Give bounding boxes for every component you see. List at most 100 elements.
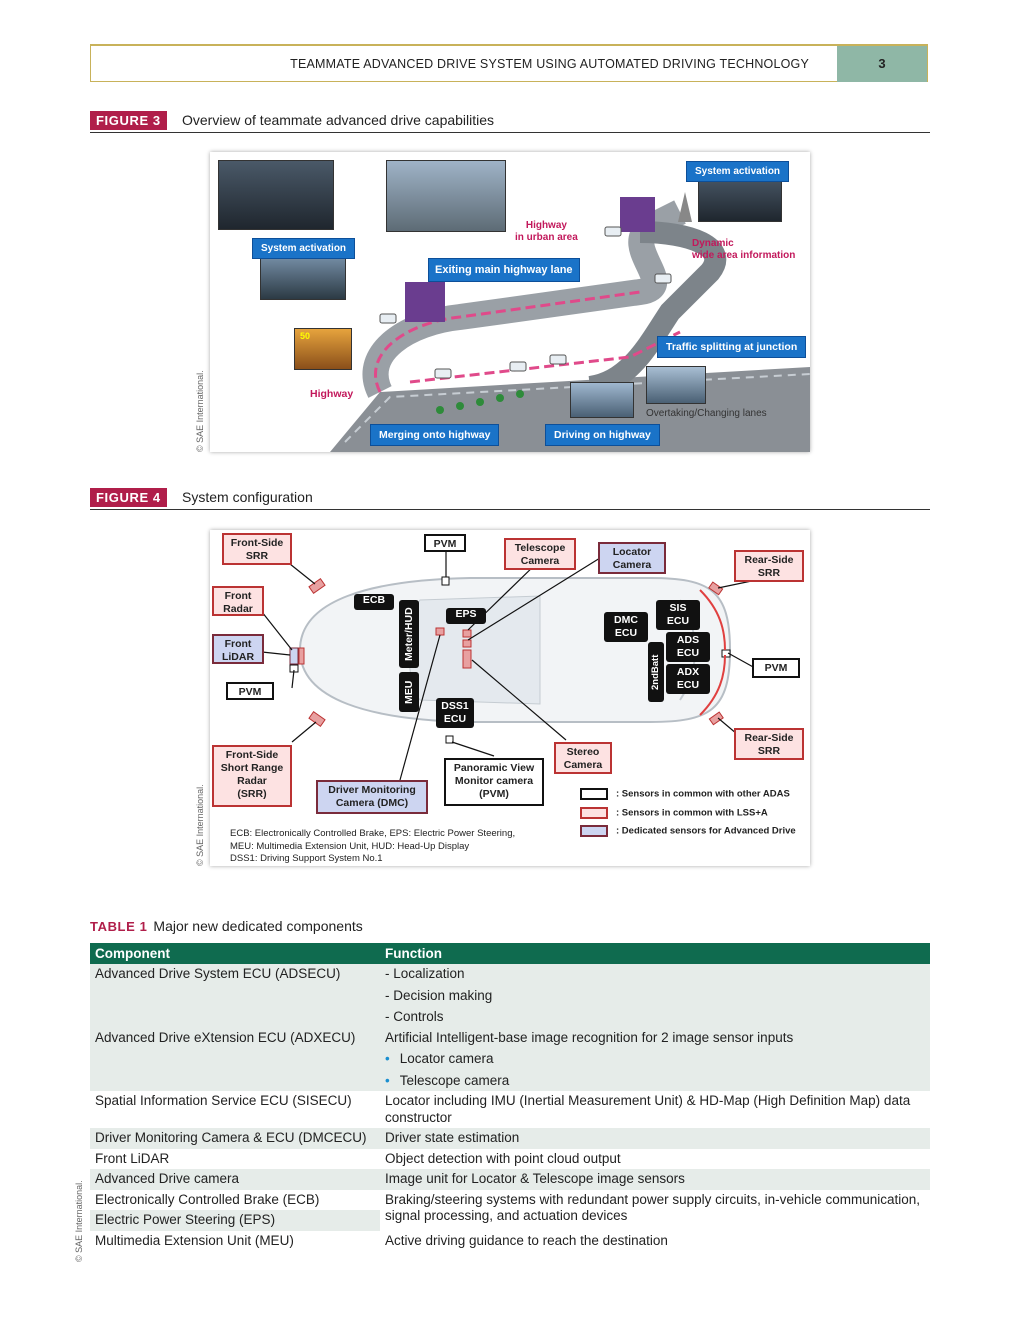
ecu-dmc: DMC ECU	[604, 612, 648, 642]
box-rear-side-srr-top: Rear-Side SRR	[734, 550, 804, 582]
table1-credit: © SAE International.	[74, 1180, 84, 1262]
cell-function: Artificial Intelligent-base image recogn…	[380, 1027, 930, 1091]
photo-activation-left	[260, 252, 346, 300]
cell-component: Advanced Drive eXtension ECU (ADXECU)	[90, 1027, 380, 1091]
label-system-activation-left: System activation	[252, 238, 356, 259]
function-line: - Decision making	[385, 987, 493, 1003]
label-driving: Driving on highway	[545, 424, 660, 446]
cell-function: - Localization - Decision making - Contr…	[380, 964, 930, 1028]
figure4-tag: FIGURE 4	[90, 488, 167, 507]
table-row: Advanced Drive camera Image unit for Loc…	[90, 1169, 930, 1190]
bullet-item: • Telescope camera	[385, 1073, 925, 1090]
legend-item-lss: : Sensors in common with LSS+A	[580, 807, 768, 819]
running-title: TEAMMATE ADVANCED DRIVE SYSTEM USING AUT…	[290, 57, 809, 71]
box-rear-side-srr-bottom: Rear-Side SRR	[734, 728, 804, 760]
cell-component: Electronically Controlled Brake (ECB)	[90, 1189, 380, 1210]
table-row: Multimedia Extension Unit (MEU) Active d…	[90, 1230, 930, 1251]
cell-function: Driver state estimation	[380, 1128, 930, 1149]
ecu-eps: EPS	[446, 608, 486, 624]
label-highway-urban: Highway in urban area	[515, 220, 578, 243]
box-front-lidar: Front LiDAR	[212, 634, 264, 664]
table-row: Electronically Controlled Brake (ECB) Br…	[90, 1189, 930, 1231]
cell-function: Object detection with point cloud output	[380, 1148, 930, 1169]
etc-gate-left	[405, 282, 445, 322]
box-panoramic-view-monitor: Panoramic View Monitor camera (PVM)	[444, 758, 544, 806]
function-line: Telescope camera	[399, 1072, 510, 1088]
table-row: Front LiDAR Object detection with point …	[90, 1148, 930, 1169]
legend-label: : Sensors in common with other ADAS	[616, 788, 790, 800]
legend-swatch	[580, 788, 608, 800]
figure3-title: Overview of teammate advanced drive capa…	[182, 112, 495, 128]
function-line: Locator camera	[399, 1051, 494, 1066]
cell-function: Braking/steering systems with redundant …	[380, 1189, 930, 1231]
table1-caption: TABLE 1 Major new dedicated components	[90, 918, 363, 934]
photo-urban-highway	[386, 160, 506, 232]
page-header: TEAMMATE ADVANCED DRIVE SYSTEM USING AUT…	[90, 44, 928, 82]
abbreviation-line: ECB: Electronically Controlled Brake, EP…	[230, 828, 516, 839]
table-row: Driver Monitoring Camera & ECU (DMCECU) …	[90, 1128, 930, 1149]
bullet-item: • Locator camera	[385, 1051, 925, 1068]
cell-function: Locator including IMU (Inertial Measurem…	[380, 1091, 930, 1128]
table1-tag: TABLE 1	[90, 919, 148, 934]
table-row: Advanced Drive System ECU (ADSECU) - Loc…	[90, 964, 930, 1028]
legend-item-other-adas: : Sensors in common with other ADAS	[580, 788, 790, 800]
traffic-dots	[436, 390, 524, 414]
legend-label: : Dedicated sensors for Advanced Drive	[616, 825, 796, 837]
tower-icon	[678, 192, 692, 222]
box-stereo-camera: Stereo Camera	[554, 742, 612, 774]
cell-component: Advanced Drive System ECU (ADSECU)	[90, 964, 380, 1028]
cell-function: Active driving guidance to reach the des…	[380, 1230, 930, 1251]
ecu-meu: MEU	[399, 672, 419, 712]
column-header-function: Function	[380, 943, 930, 964]
table1-title: Major new dedicated components	[153, 918, 363, 934]
label-dynamic-info: Dynamic wide area information	[692, 238, 796, 261]
ecu-ads: ADS ECU	[666, 632, 710, 662]
abbreviation-line: DSS1: Driving Support System No.1	[230, 853, 383, 864]
ecu-dss1: DSS1 ECU	[436, 698, 474, 728]
legend-item-dedicated: : Dedicated sensors for Advanced Drive	[580, 825, 796, 837]
table-row: Spatial Information Service ECU (SISECU)…	[90, 1091, 930, 1128]
box-front-radar: Front Radar	[212, 586, 264, 616]
ecu-ecb: ECB	[354, 594, 394, 610]
label-overtaking: Overtaking/Changing lanes	[646, 408, 767, 419]
box-pvm-right: PVM	[752, 658, 800, 678]
label-exiting: Exiting main highway lane	[428, 258, 580, 282]
abbreviation-line: MEU: Multimedia Extension Unit, HUD: Hea…	[230, 840, 470, 852]
photo-overtaking	[646, 366, 706, 404]
figure3-credit: © SAE International.	[195, 370, 205, 452]
box-pvm-top: PVM	[424, 534, 466, 552]
cell-component: Advanced Drive camera	[90, 1169, 380, 1190]
function-line: Artificial Intelligent-base image recogn…	[385, 1029, 794, 1045]
photo-speed-sign: 50	[294, 328, 352, 370]
function-line: - Localization	[385, 966, 465, 981]
cell-component: Front LiDAR	[90, 1148, 380, 1169]
cell-component: Electric Power Steering (EPS)	[90, 1210, 380, 1231]
ecu-sis: SIS ECU	[656, 600, 700, 630]
ecu-2nd-battery: 2ndBatt	[648, 642, 664, 702]
legend-label: : Sensors in common with LSS+A	[616, 807, 768, 819]
legend-swatch	[580, 825, 608, 837]
figure3-image: 50 System activation System activation H…	[210, 152, 810, 452]
bullet-icon: •	[385, 1072, 390, 1088]
column-header-component: Component	[90, 943, 380, 964]
ecu-adx: ADX ECU	[666, 664, 710, 694]
label-system-activation-top: System activation	[686, 161, 790, 182]
figure4-caption: FIGURE 4 System configuration	[90, 487, 930, 510]
bullet-icon: •	[385, 1051, 390, 1066]
box-driver-monitoring-camera: Driver Monitoring Camera (DMC)	[316, 780, 428, 814]
figure4-image: Front-Side SRR PVM Telescope Camera Loca…	[210, 530, 810, 866]
photo-junction	[570, 382, 634, 418]
figure3-tag: FIGURE 3	[90, 111, 167, 130]
table-header-row: Component Function	[90, 943, 930, 964]
label-merging: Merging onto highway	[370, 424, 500, 446]
cell-component: Driver Monitoring Camera & ECU (DMCECU)	[90, 1128, 380, 1149]
components-table: Component Function Advanced Drive System…	[90, 943, 930, 1251]
table-row: Advanced Drive eXtension ECU (ADXECU) Ar…	[90, 1027, 930, 1091]
box-locator-camera: Locator Camera	[598, 542, 666, 574]
figure3-caption: FIGURE 3 Overview of teammate advanced d…	[90, 110, 930, 133]
abbreviation-note: ECB: Electronically Controlled Brake, EP…	[230, 828, 515, 866]
page-number: 3	[837, 46, 927, 82]
figure4-title: System configuration	[182, 489, 313, 505]
photo-cockpit	[218, 160, 334, 230]
function-line: - Controls	[385, 1009, 444, 1024]
